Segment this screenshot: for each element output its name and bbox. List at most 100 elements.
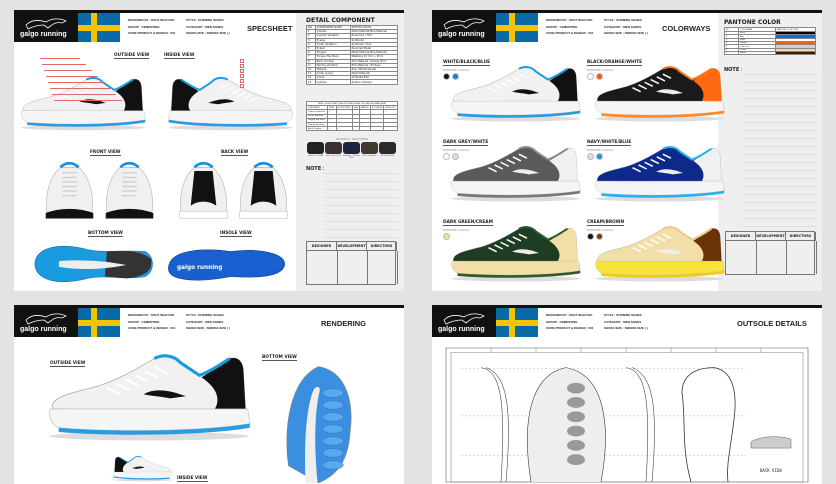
callout-marker xyxy=(240,64,244,68)
colorway-name: WHITE/BLACK/BLUE xyxy=(443,60,491,66)
pantone-swatch xyxy=(596,153,603,160)
material-label: Synthetic + EVA xyxy=(308,155,323,157)
table-cell: Rubber Outsole xyxy=(349,79,399,85)
pantone-swatch xyxy=(596,73,603,80)
table-cell: 4 xyxy=(723,41,740,46)
pantone-swatch xyxy=(452,153,459,160)
meta-group: GROUP : CEMENTING xyxy=(546,319,578,324)
callout-line xyxy=(42,64,86,65)
meta-category: CATEGORY : MEN SHOES xyxy=(186,24,224,29)
brand-name: galgo running xyxy=(438,31,485,38)
process-table: PRINT, GLOSSY PRINT, EVA, HOT PRESS, PRE… xyxy=(306,100,398,132)
callout-line xyxy=(54,100,122,101)
bottom-view-label: BOTTOM VIEW xyxy=(88,231,123,237)
table-cell xyxy=(383,126,398,132)
signature-column xyxy=(336,251,338,284)
material-swatches-title: MATERIAL SWATCHES xyxy=(336,137,369,141)
callout-marker xyxy=(240,79,244,83)
brand-logo: galgo running xyxy=(14,13,78,42)
pantone-swatch xyxy=(443,153,450,160)
page-title: COLORWAYS xyxy=(662,24,711,33)
table-cell: Outsole xyxy=(314,79,351,85)
brand-name: galgo running xyxy=(438,326,485,333)
meta-designed-by: DESIGNED BY : DIGIT WAHYUDI xyxy=(546,313,593,317)
callout-marker xyxy=(240,59,244,63)
signature-column xyxy=(366,251,368,284)
signature-designer: DESIGNER xyxy=(726,232,756,241)
signature-column xyxy=(785,241,787,274)
designer-info: DESIGNED BY : DIGIT WAHYUDI GROUP : CEMEN… xyxy=(546,312,593,332)
meta-code: CODE PRODUCT & DESIGN : 001 xyxy=(128,31,176,35)
table-cell xyxy=(352,126,360,132)
callout-line xyxy=(48,82,104,83)
greyhound-logo-icon xyxy=(443,18,485,30)
signature-column xyxy=(396,251,398,284)
pantone-color-label: PANTONE COLOR xyxy=(587,68,613,72)
greyhound-logo-icon xyxy=(443,313,485,325)
pantone-swatch xyxy=(443,233,450,240)
table-cell: Back Counter xyxy=(306,126,328,132)
note-label: NOTE : xyxy=(724,67,744,73)
callout-marker xyxy=(240,69,244,73)
signature-column xyxy=(815,241,817,274)
colorway-shoe xyxy=(595,66,725,122)
material-swatch xyxy=(325,142,342,154)
outside-view-label: OUTSIDE VIEW xyxy=(114,53,150,59)
pantone-swatch xyxy=(452,73,459,80)
callout-marker xyxy=(240,74,244,78)
colorway-shoe xyxy=(451,146,581,202)
insole-view-label: INSOLE VIEW xyxy=(220,231,252,237)
pantone-swatch xyxy=(443,73,450,80)
pantone-color-label: PANTONE COLOR xyxy=(587,228,613,232)
meta-size: SHOES SIZE : SWEDIA SIZE ( ) xyxy=(186,326,230,330)
table-cell: Brown xyxy=(738,50,776,56)
callout-line xyxy=(50,88,110,89)
page-title: RENDERING xyxy=(321,319,367,328)
table-cell: 5 xyxy=(723,44,740,49)
front-view-label: FRONT VIEW xyxy=(90,150,121,156)
pantone-color-cell xyxy=(775,41,816,46)
material-label: Print + Emboss xyxy=(362,155,377,157)
pantone-swatch xyxy=(587,73,594,80)
sweden-flag xyxy=(496,13,538,42)
callout-line xyxy=(44,70,92,71)
greyhound-logo-icon xyxy=(25,18,67,30)
rendering-inside-shoe xyxy=(113,455,173,482)
callout-line xyxy=(52,94,116,95)
signature-development: DEVELOPMENT xyxy=(756,232,786,241)
meta-size: SHOES SIZE : SWEDIA SIZE ( ) xyxy=(604,31,648,35)
outsole-bottom-illustration xyxy=(34,246,153,282)
sweden-flag xyxy=(78,13,120,42)
pantone-color-label: PANTONE COLOR xyxy=(587,148,613,152)
pantone-color-cell xyxy=(775,44,816,49)
table-row: Back Counter✓✓ xyxy=(306,126,398,132)
meta-size: SHOES SIZE : SWEDIA SIZE ( ) xyxy=(186,31,230,35)
colorway-shoe xyxy=(451,226,581,282)
sweden-flag xyxy=(496,308,538,337)
brand-name: galgo running xyxy=(20,31,67,38)
bottom-view-label: BOTTOM VIEW xyxy=(262,355,297,361)
insole-illustration: galgo running xyxy=(168,249,285,281)
meta-category: CATEGORY : MEN SHOES xyxy=(604,24,642,29)
table-cell: 2 xyxy=(723,34,740,39)
pantone-color-label: PANTONE COLOR xyxy=(443,228,469,232)
pantone-color-title: PANTONE COLOR xyxy=(724,19,781,26)
meta-designed-by: DESIGNED BY : DIGIT WAHYUDI xyxy=(546,18,593,22)
table-cell: 6 xyxy=(723,47,740,53)
meta-code: CODE PRODUCT & DESIGN : 001 xyxy=(546,31,594,35)
inside-view-label: INSIDE VIEW xyxy=(177,476,208,482)
pantone-swatch xyxy=(587,153,594,160)
greyhound-logo-icon xyxy=(25,313,67,325)
material-swatch xyxy=(379,142,396,154)
brand-name: galgo running xyxy=(20,326,67,333)
